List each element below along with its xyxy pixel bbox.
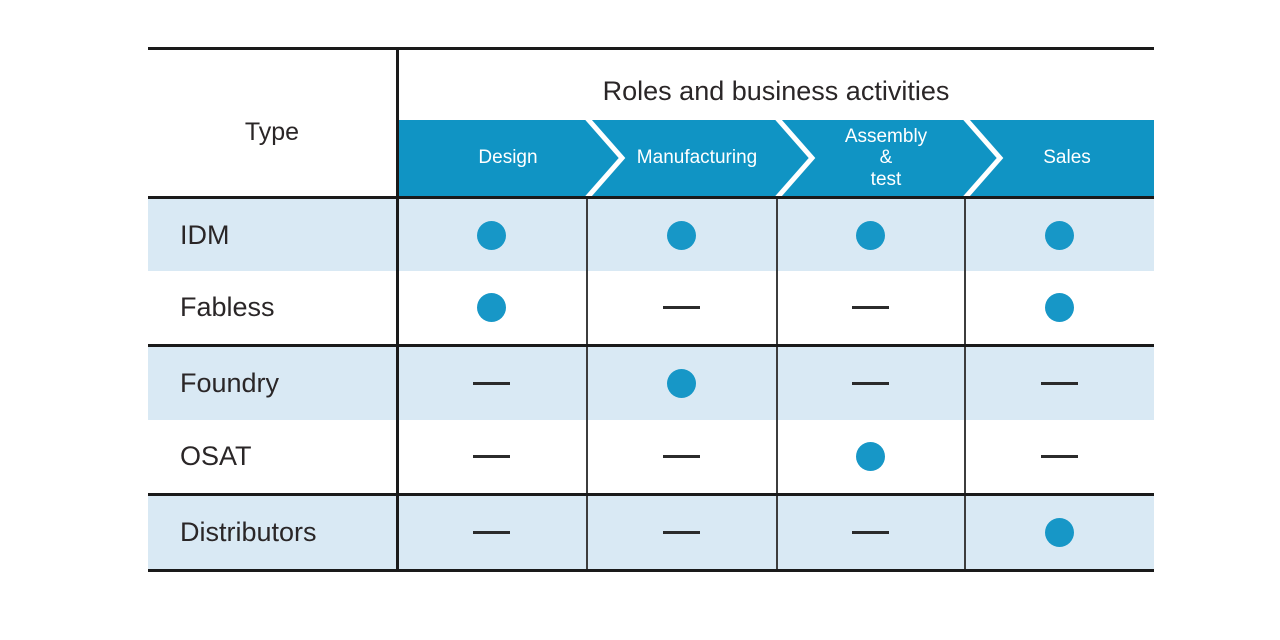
cell-osat-design <box>396 420 586 493</box>
table-top-border <box>148 47 1154 50</box>
activity-dot <box>1044 293 1074 322</box>
cell-fabless-manufacturing <box>586 271 776 344</box>
group-header-label: Roles and business activities <box>602 75 950 106</box>
cell-idm-manufacturing <box>586 199 776 271</box>
chevron-separator-2 <box>775 120 816 196</box>
table-row-distributors: Distributors <box>148 496 1154 569</box>
chevron-separator-1 <box>585 120 626 196</box>
no-activity-dash <box>662 531 700 534</box>
no-activity-dash <box>472 382 510 385</box>
activity-dot <box>1044 518 1074 547</box>
column-divider-2 <box>776 197 778 570</box>
section-divider-2 <box>148 493 1154 496</box>
activity-dot <box>855 220 885 250</box>
stage-label-design: Design <box>478 147 538 169</box>
activity-dot <box>666 220 696 250</box>
cell-osat-manufacturing <box>586 420 776 493</box>
section-divider-1 <box>148 344 1154 347</box>
cell-fabless-sales <box>964 271 1154 344</box>
process-chevron-band: Design Manufacturing Assembly & test Sal… <box>398 120 1154 196</box>
no-activity-dash <box>472 531 510 534</box>
roles-table: Type Roles and business activities Desig… <box>148 47 1154 572</box>
header-bottom-border <box>148 196 1154 199</box>
type-column-divider <box>396 47 399 572</box>
no-activity-dash <box>851 306 889 309</box>
activity-dot <box>476 293 506 322</box>
group-header: Roles and business activities <box>398 50 1154 120</box>
cell-foundry-manufacturing <box>586 347 776 420</box>
cell-distributors-design <box>396 496 586 569</box>
column-divider-1 <box>586 197 588 570</box>
row-label-osat: OSAT <box>180 441 252 471</box>
table-row-idm: IDM <box>148 199 1154 271</box>
table-row-foundry: Foundry <box>148 347 1154 420</box>
cell-fabless-design <box>396 271 586 344</box>
no-activity-dash <box>851 531 889 534</box>
chevron-separator-3 <box>963 120 1004 196</box>
cell-idm-sales <box>964 199 1154 271</box>
no-activity-dash <box>662 306 700 309</box>
cell-foundry-sales <box>964 347 1154 420</box>
table-row-fabless: Fabless <box>148 271 1154 344</box>
no-activity-dash <box>1040 382 1078 385</box>
band-background <box>398 120 1154 196</box>
cell-foundry-design <box>396 347 586 420</box>
table-row-osat: OSAT <box>148 420 1154 493</box>
stage-label-manufacturing: Manufacturing <box>636 147 758 169</box>
activity-dot <box>855 442 885 471</box>
cell-osat-assembly-test <box>776 420 964 493</box>
cell-idm-assembly-test <box>776 199 964 271</box>
row-label-idm: IDM <box>180 219 230 250</box>
cell-distributors-manufacturing <box>586 496 776 569</box>
cell-distributors-assembly-test <box>776 496 964 569</box>
type-header-label: Type <box>244 117 300 146</box>
column-divider-3 <box>964 197 966 570</box>
table-bottom-border <box>148 569 1154 572</box>
cell-distributors-sales <box>964 496 1154 569</box>
no-activity-dash <box>851 382 889 385</box>
cell-foundry-assembly-test <box>776 347 964 420</box>
cell-fabless-assembly-test <box>776 271 964 344</box>
stage-label-assembly-test: Assembly & test <box>844 126 928 190</box>
activity-dot <box>666 369 696 398</box>
row-label-fabless: Fabless <box>180 292 275 322</box>
stage-label-sales: Sales <box>1043 147 1091 169</box>
type-header-cell: Type <box>148 50 396 196</box>
row-label-foundry: Foundry <box>180 368 280 398</box>
no-activity-dash <box>1040 455 1078 458</box>
no-activity-dash <box>472 455 510 458</box>
row-label-distributors: Distributors <box>180 517 317 547</box>
cell-idm-design <box>396 199 586 271</box>
no-activity-dash <box>662 455 700 458</box>
activity-dot <box>476 220 506 250</box>
chevron-band-graphic <box>398 120 1154 196</box>
activity-dot <box>1044 220 1074 250</box>
cell-osat-sales <box>964 420 1154 493</box>
